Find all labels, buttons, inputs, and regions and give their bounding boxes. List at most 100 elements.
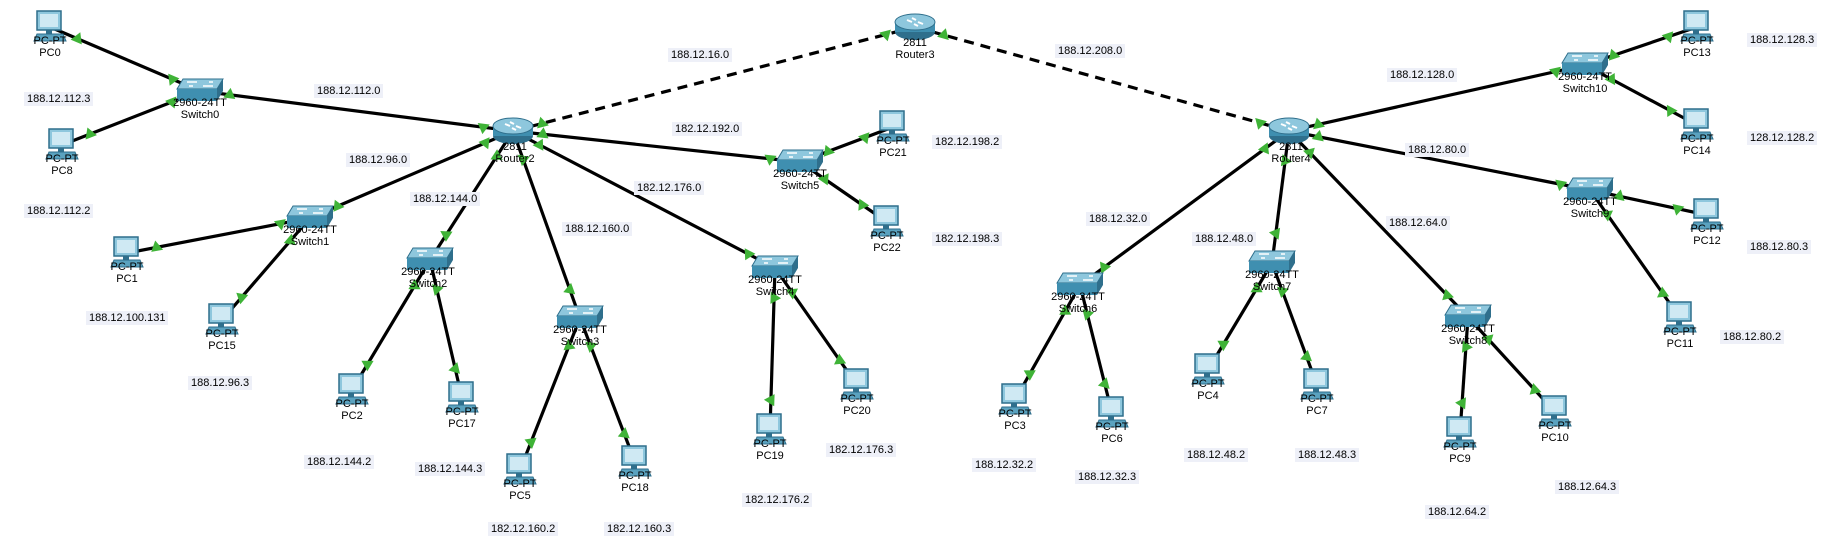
switch-icon-switch6[interactable] — [1055, 271, 1105, 299]
link-Router2-Switch1 — [309, 129, 514, 220]
device-name: Switch10 — [1562, 83, 1608, 95]
device-name: PC1 — [116, 273, 138, 285]
pc-icon-pc22[interactable] — [870, 205, 904, 239]
port-status-Switch0-side — [223, 87, 236, 99]
link-Router2-Switch0 — [199, 89, 514, 133]
device-model: PC-PT — [110, 261, 144, 273]
router-icon-router3[interactable] — [892, 12, 938, 42]
link-Switch8-PC9 — [1458, 316, 1470, 434]
port-status-Router2-side — [537, 116, 549, 129]
switch-icon-switch2[interactable] — [405, 246, 455, 274]
device-model: PC-PT — [870, 230, 904, 242]
pc-icon-pc13[interactable] — [1680, 10, 1714, 44]
pc-icon-pc11[interactable] — [1663, 301, 1697, 335]
switch-icon-switch5[interactable] — [775, 148, 825, 176]
switch-icon-switch4[interactable] — [750, 254, 800, 282]
device-name: Switch3 — [560, 336, 600, 348]
device-name: Switch6 — [1058, 303, 1098, 315]
port-status-Switch8-side — [1442, 288, 1454, 301]
link-Router4-Switch9 — [1288, 129, 1591, 192]
device-model: 2811 — [903, 37, 927, 49]
pc-icon-pc12[interactable] — [1690, 198, 1724, 232]
router-icon-router2[interactable] — [490, 116, 536, 146]
device-name: Router4 — [1271, 153, 1311, 165]
pc-icon-pc4[interactable] — [1191, 353, 1225, 387]
port-status-Switch9-side — [1612, 189, 1625, 201]
device-model: 2960-24TT — [401, 266, 455, 278]
port-status-Router2-side — [517, 154, 530, 167]
port-status-Switch1-side — [273, 219, 286, 231]
pc-icon-pc10[interactable] — [1538, 395, 1572, 429]
pc-icon-pc7[interactable] — [1300, 368, 1334, 402]
link-Switch6-PC3 — [1013, 284, 1082, 401]
port-status-Router3-side — [879, 29, 891, 42]
pc-icon-pc5[interactable] — [503, 453, 537, 487]
port-status-PC15-side — [236, 292, 249, 305]
switch-icon-switch9[interactable] — [1565, 176, 1615, 204]
switch-icon-switch8[interactable] — [1443, 303, 1493, 331]
link-Switch8-PC10 — [1466, 315, 1557, 414]
network-address-label: 182.12.176.3 — [826, 443, 897, 457]
pc-icon-pc20[interactable] — [840, 368, 874, 402]
port-status-Switch2-side — [432, 284, 444, 296]
link-Switch4-PC20 — [773, 267, 859, 386]
pc-icon-pc0[interactable] — [33, 10, 67, 44]
device-name: Switch1 — [290, 236, 330, 248]
switch-icon-switch3[interactable] — [555, 304, 605, 332]
device-name: Switch9 — [1570, 208, 1610, 220]
port-status-PC20-side — [834, 353, 847, 365]
port-status-PC1-side — [151, 240, 164, 252]
network-address-label: 182.12.192.0 — [672, 122, 743, 136]
pc-icon-pc19[interactable] — [753, 413, 787, 447]
device-model: 2960-24TT — [283, 224, 337, 236]
pc-icon-pc18[interactable] — [618, 445, 652, 479]
network-address-label: 188.12.80.0 — [1405, 143, 1470, 157]
device-name: PC10 — [1541, 432, 1569, 444]
port-status-Switch3-side — [585, 341, 598, 353]
pc-icon-pc3[interactable] — [998, 383, 1032, 417]
device-model: PC-PT — [1191, 378, 1225, 390]
port-status-PC0-side — [70, 32, 82, 45]
network-address-label: 188.12.208.0 — [1055, 44, 1126, 58]
network-address-label: 128.12.128.2 — [1747, 131, 1818, 145]
pc-icon-pc14[interactable] — [1680, 108, 1714, 142]
device-name: PC4 — [1197, 390, 1219, 402]
pc-icon-pc21[interactable] — [876, 110, 910, 144]
switch-icon-switch1[interactable] — [285, 204, 335, 232]
pc-icon-pc9[interactable] — [1443, 416, 1477, 450]
device-name: Switch4 — [755, 286, 795, 298]
link-Switch2-PC2 — [350, 259, 432, 391]
pc-icon-pc17[interactable] — [445, 381, 479, 415]
pc-icon-pc15[interactable] — [205, 303, 239, 337]
pc-icon-pc8[interactable] — [45, 128, 79, 162]
device-name: PC6 — [1101, 433, 1123, 445]
switch-icon-switch0[interactable] — [175, 77, 225, 105]
port-status-PC8-side — [85, 127, 97, 140]
device-name: PC7 — [1306, 405, 1328, 417]
network-address-label: 188.12.64.0 — [1386, 216, 1451, 230]
device-name: Switch2 — [408, 278, 448, 290]
link-Switch2-PC17 — [428, 259, 464, 399]
pc-icon-pc1[interactable] — [110, 236, 144, 270]
router-icon-router4[interactable] — [1266, 116, 1312, 146]
device-name: Switch0 — [180, 109, 220, 121]
pc-icon-pc2[interactable] — [335, 373, 369, 407]
device-model: 2960-24TT — [1563, 196, 1617, 208]
device-model: PC-PT — [33, 35, 67, 47]
pc-icon-pc6[interactable] — [1095, 396, 1129, 430]
network-address-label: 188.12.48.0 — [1192, 232, 1257, 246]
switch-icon-switch10[interactable] — [1560, 51, 1610, 79]
switch-icon-switch7[interactable] — [1247, 249, 1297, 277]
